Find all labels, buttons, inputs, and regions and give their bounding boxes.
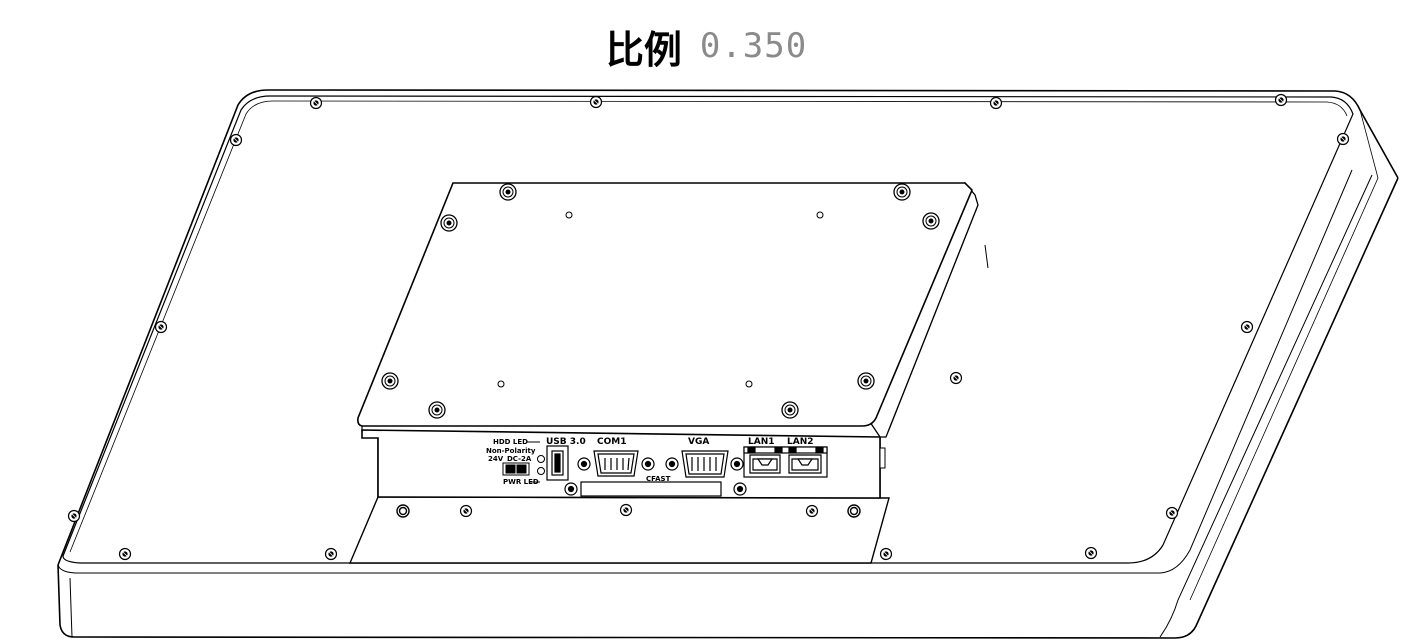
scale-value: 0.350 <box>699 26 808 66</box>
voltage-label: 24V <box>488 455 504 463</box>
lan2-label: LAN2 <box>787 437 814 447</box>
lid-holes <box>497 211 824 388</box>
cfast-slot <box>564 481 747 497</box>
usb-label: USB 3.0 <box>546 437 586 447</box>
current-label: DC-2A <box>507 455 532 463</box>
side-port <box>879 447 886 469</box>
usb-port <box>546 445 569 481</box>
com1-label: COM1 <box>597 437 626 447</box>
non-polarity-label: Non-Polarity <box>486 447 536 455</box>
power-terminal <box>502 455 545 476</box>
pwr-led-label: PWR LED <box>503 478 539 486</box>
vga-label: VGA <box>688 437 709 447</box>
scale-title: 比例 <box>605 27 682 72</box>
com1-port <box>577 450 655 477</box>
lan-ports <box>743 446 828 478</box>
drawing-header: 比例 0.350 <box>0 18 1413 74</box>
panel-frame <box>57 89 1399 639</box>
cfast-label: CFAST <box>646 475 671 483</box>
lan1-label: LAN1 <box>748 437 775 447</box>
vga-port <box>665 450 744 478</box>
hdd-led-label: HDD LED <box>493 438 528 446</box>
